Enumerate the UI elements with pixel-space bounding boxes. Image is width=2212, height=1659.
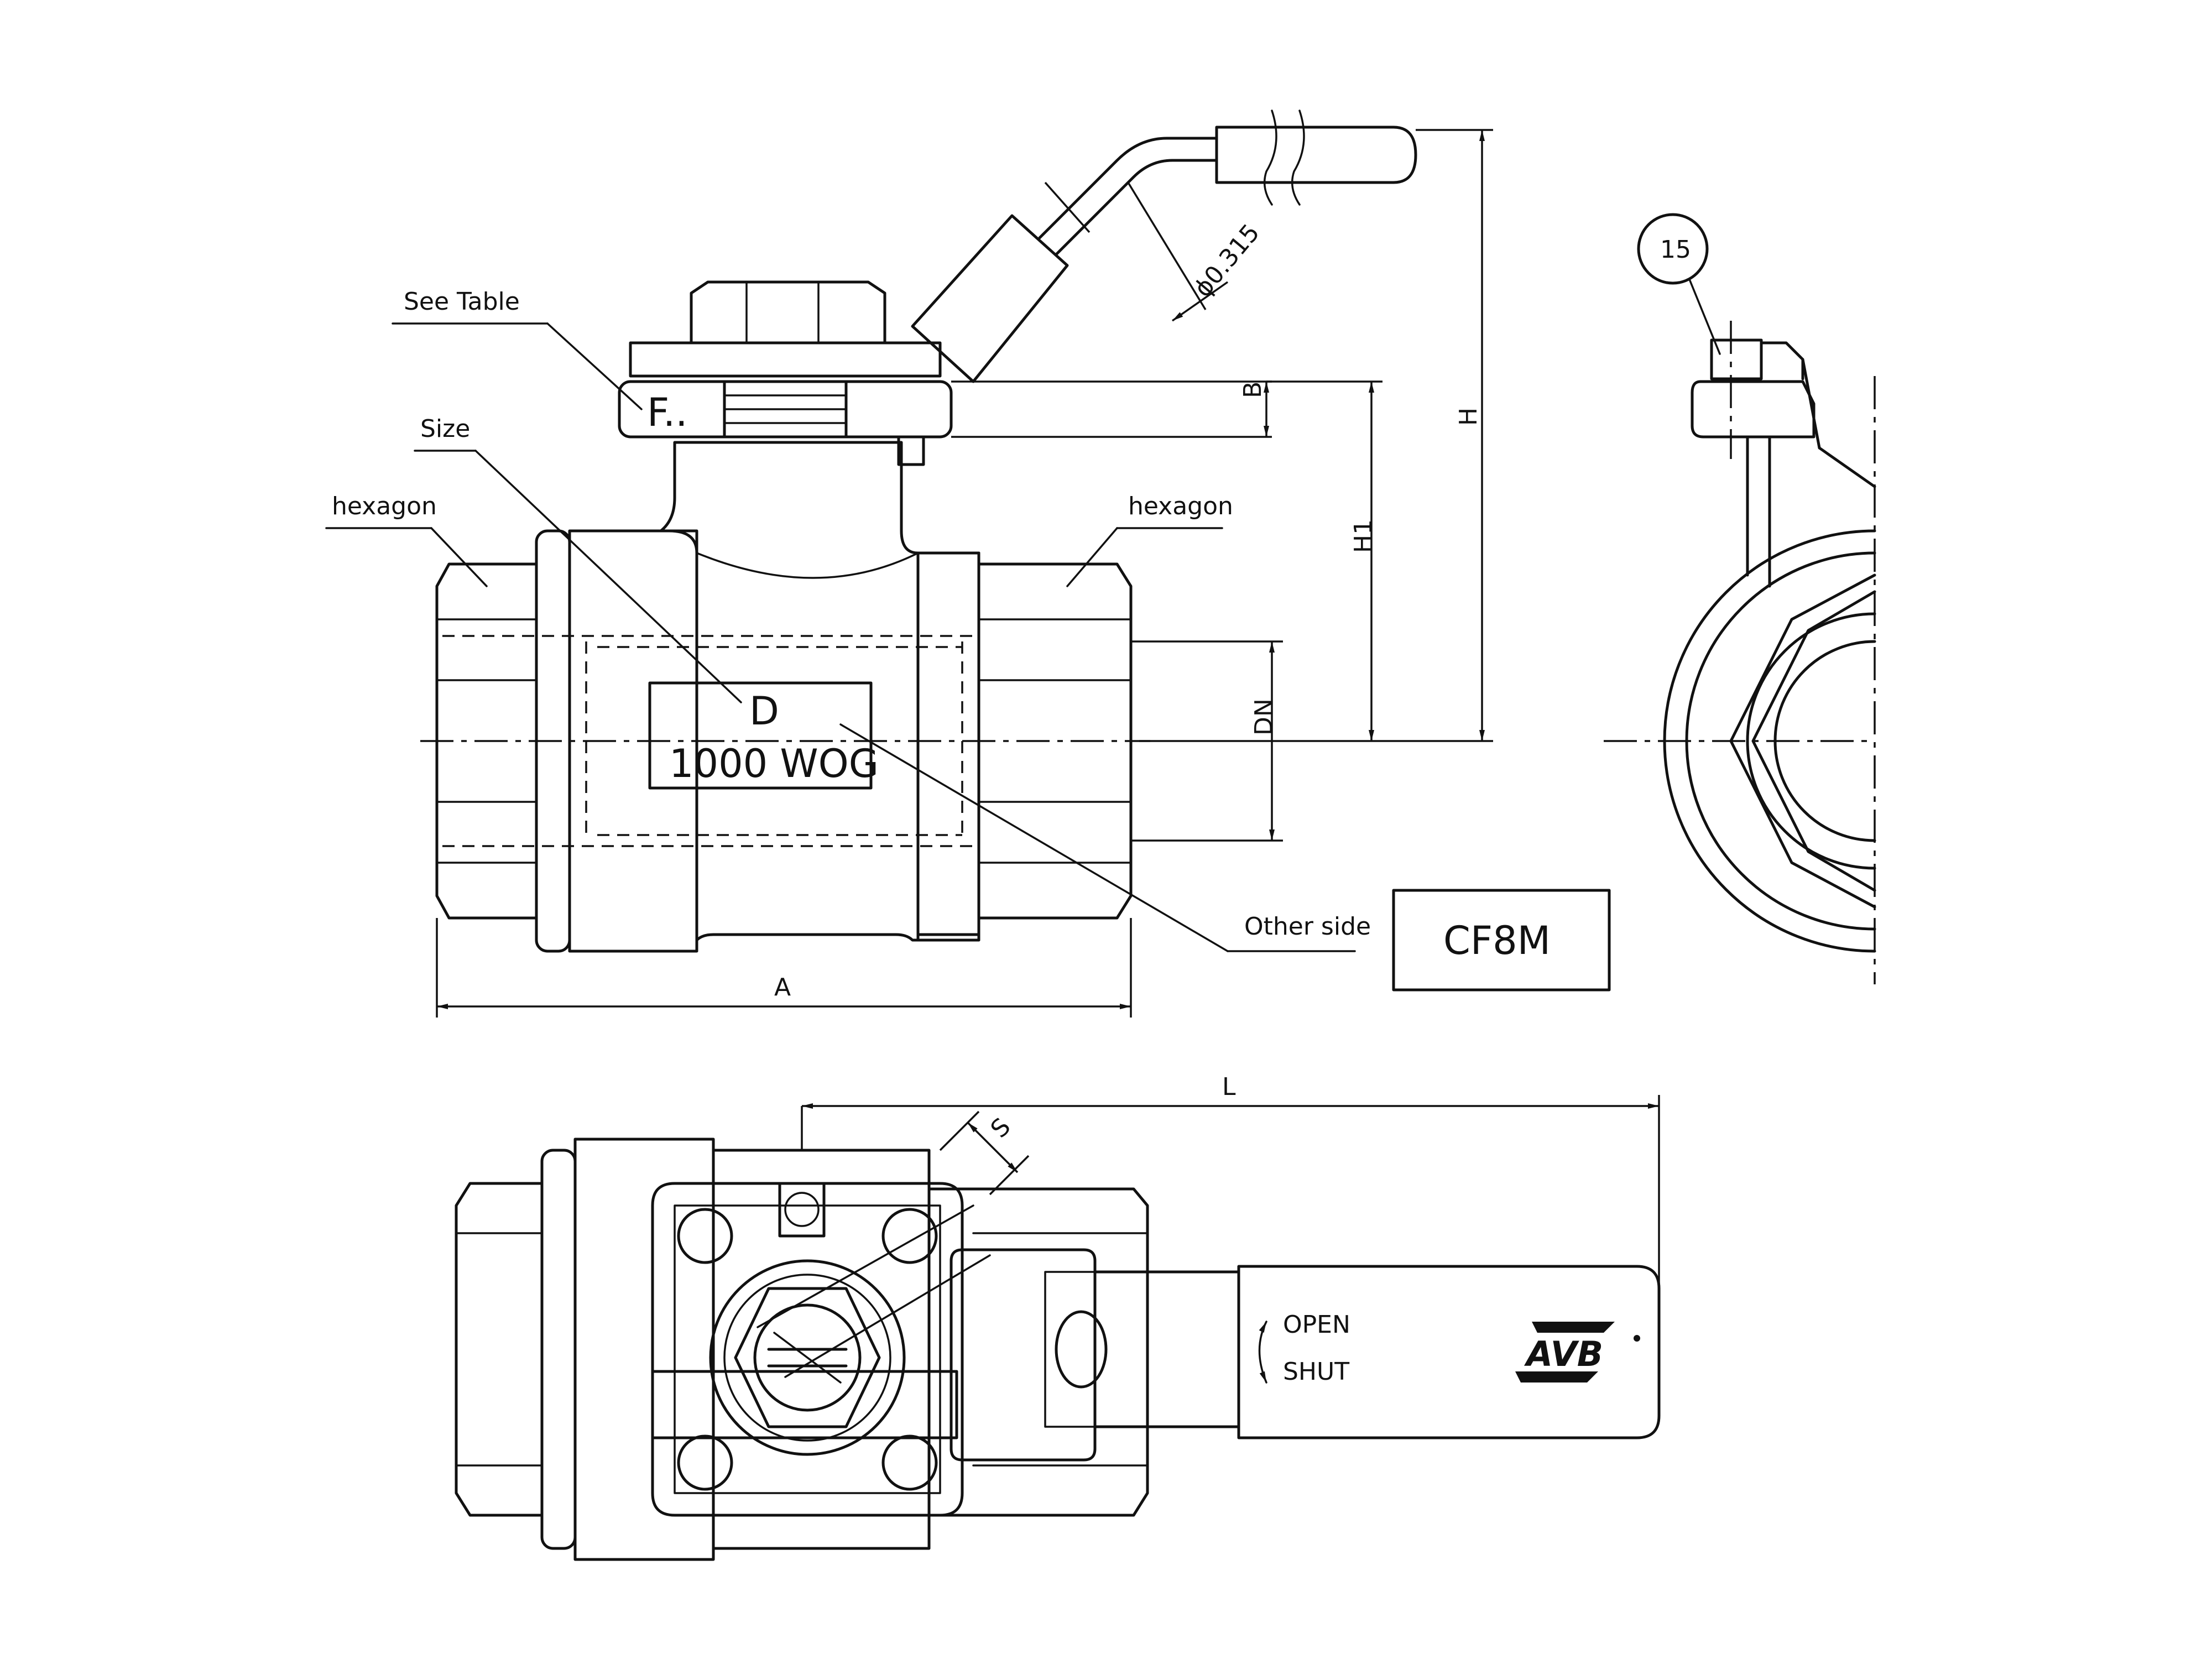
dim-DN: DN <box>1250 698 1278 735</box>
small-bolt <box>778 1182 826 1238</box>
dim-H1: H1 <box>1349 519 1378 553</box>
top-left-cap <box>573 1138 715 1561</box>
balloon-number: 15 <box>1660 236 1691 264</box>
nameplate <box>648 681 873 790</box>
valve-body <box>659 441 980 942</box>
dim-diameter: ϕ0.315 <box>1188 219 1265 303</box>
stem-flange-circle <box>709 1259 906 1456</box>
stem-nut <box>690 280 886 345</box>
lever-rod <box>1038 137 1218 256</box>
dim-L: L <box>1222 1073 1236 1101</box>
right-hex-end <box>977 562 1133 920</box>
size-mark: D <box>749 688 779 734</box>
lever-clamp <box>950 1248 1097 1462</box>
front-annotations: See Table Size hexagon hexagon F.. D 100… <box>325 129 1611 1018</box>
bolt-hole-tr <box>881 1208 938 1264</box>
open-label: OPEN <box>1283 1311 1350 1339</box>
mounting-pad <box>651 1182 964 1517</box>
pressure-mark: 1000 WOG <box>669 741 879 786</box>
bolt-hole-tl <box>677 1208 733 1264</box>
dim-B: B <box>1239 382 1267 398</box>
hexagon-right-label: hexagon <box>1128 492 1233 520</box>
clamp-hole <box>1055 1310 1108 1389</box>
other-side-label: Other side <box>1244 912 1371 941</box>
hexagon-left-label: hexagon <box>332 492 437 520</box>
material-box <box>1392 889 1611 992</box>
stem-top <box>753 1303 862 1412</box>
clamp-slot <box>1044 1271 1096 1428</box>
right-end-cap <box>916 551 980 942</box>
handle-plate-top <box>651 1370 958 1439</box>
stop-pin <box>897 435 925 466</box>
dim-A: A <box>774 973 791 1001</box>
logo-text: AVB <box>1524 1334 1603 1374</box>
lever-handle-grip <box>1237 1265 1661 1439</box>
balloon-circle <box>1637 213 1709 285</box>
side-nut <box>1710 338 1763 380</box>
dim-S: S <box>985 1113 1016 1144</box>
bolt-hole-br <box>881 1434 938 1491</box>
dim-H: H <box>1454 408 1483 426</box>
stem-hex-nut <box>734 1287 881 1428</box>
lever-sleeve <box>911 214 1069 383</box>
front-view <box>420 109 1417 953</box>
avb-logo: AVB <box>1515 1322 1640 1383</box>
shut-label: SHUT <box>1283 1358 1349 1386</box>
size-label: Size <box>420 415 470 443</box>
side-flange <box>1691 380 1815 439</box>
see-table-label: See Table <box>404 288 520 316</box>
material-label: CF8M <box>1443 918 1551 963</box>
flange-mark: F.. <box>647 390 688 435</box>
bolt-hole-bl <box>677 1434 733 1491</box>
top-view: OPEN SHUT AVB L S <box>455 1073 1661 1561</box>
side-view: 15 <box>1604 213 1876 984</box>
handle-plate <box>629 341 942 378</box>
lever-grip <box>1215 126 1417 184</box>
